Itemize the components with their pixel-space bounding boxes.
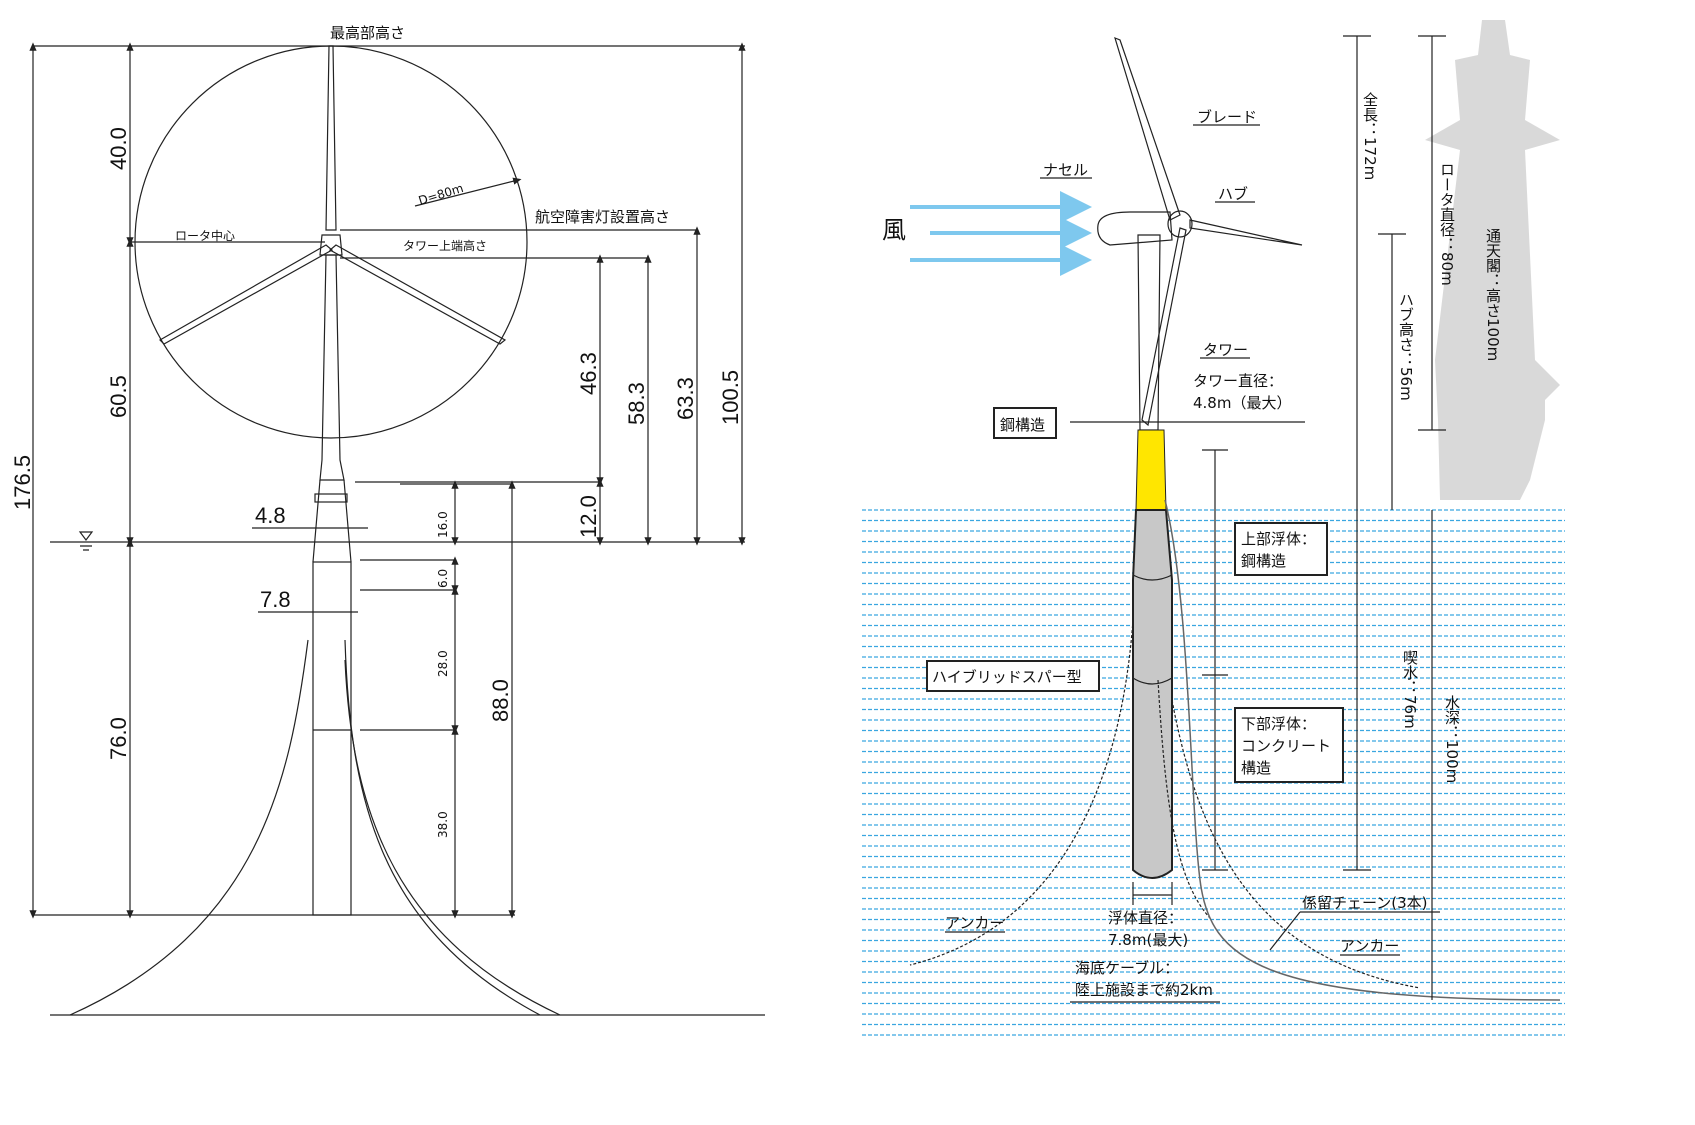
mooring-chain-label: 係留チェーン(3本) [1302,894,1428,912]
dim-total: 176.5 [10,455,35,510]
anchor-right-label: アンカー [1340,937,1399,955]
spar-float [312,561,352,916]
subsea-cable [1164,499,1561,1001]
dim-mid: 60.5 [106,375,131,418]
dim-16-0: 16.0 [436,511,450,538]
nacelle [1097,211,1173,246]
tower [1137,234,1161,431]
dim-12-0: 12.0 [576,495,601,538]
float-diameter-value: 7.8m(最大) [1108,931,1188,949]
nacelle [319,234,343,256]
dim-38-0: 38.0 [436,811,450,838]
blade [1141,227,1187,427]
hub-height-label: ハブ高さ：56m [1397,292,1415,401]
wind-label: 風 [882,216,906,244]
hub [1167,210,1193,238]
lower-float-label: 下部浮体： [1241,715,1316,733]
dim-6-0: 6.0 [436,569,450,588]
tower-diameter-label: タワー直径： [1193,372,1283,390]
dim-4-8: 4.8 [255,503,286,528]
lower-float-structure: 構造 [1241,759,1271,777]
rotor-diameter-label: ロータ直径：80m [1438,162,1456,286]
blade [1114,36,1181,221]
upper-float-yellow [1135,429,1167,511]
left-elevation-drawing: 最高部高さ ロータ中心 D=80m 航空障害灯設置高さ タワー上端高さ 176.… [10,24,765,1016]
lower-float-material: コンクリート [1241,737,1331,755]
tower-top-label: タワー上端高さ [403,238,487,253]
tsutenkaku-label: 通天閣：高さ100m [1484,228,1502,361]
dim-7-8: 7.8 [260,587,291,612]
rotor-center-label: ロータ中心 [175,228,235,243]
blade-label: ブレード [1197,108,1257,126]
sea-water-lines [862,509,1565,1036]
hybrid-spar-label: ハイブリッドスパー型 [932,668,1082,686]
blades [159,45,507,345]
dim-46-3: 46.3 [576,352,601,395]
subsea-cable-distance: 陸上施設まで約2km [1075,981,1213,999]
rotor-diameter-label: D=80m [417,181,465,208]
dim-58-3: 58.3 [624,382,649,425]
aviation-light-label: 航空障害灯設置高さ [535,208,670,226]
water-depth-label: 水深：100m [1443,695,1461,783]
total-length-label: 全長：172m [1361,91,1379,180]
tower-diameter-value: 4.8m（最大） [1193,394,1291,412]
anchor-left-label: アンカー [945,914,1004,932]
dim-100-5: 100.5 [718,370,743,425]
upper-float-label: 上部浮体： [1241,530,1316,548]
nacelle-label: ナセル [1043,161,1088,179]
subsea-cable-label: 海底ケーブル： [1075,959,1179,977]
dim-63-3: 63.3 [673,377,698,420]
tsutenkaku-silhouette [1425,20,1560,500]
dim-28-0: 28.0 [436,650,450,677]
tower [319,254,345,481]
dim-lower: 76.0 [106,717,131,760]
steel-structure-label: 鋼構造 [1000,416,1045,434]
dim-upper: 40.0 [106,127,131,170]
top-height-label: 最高部高さ [330,24,405,42]
right-illustration: 風 ブレード ナセル ハブ タワー タワー直径： 4.8m（最大） 鋼構造 上部… [862,20,1565,1036]
dim-88-0: 88.0 [488,679,513,722]
tower-label: タワー [1203,341,1248,359]
hub-label: ハブ [1218,185,1248,203]
upper-float-material: 鋼構造 [1241,552,1286,570]
float-diameter-label: 浮体直径： [1108,909,1183,927]
spar-float [1132,509,1173,879]
draft-label: 喫水：76m [1401,650,1419,729]
blade [1189,219,1303,246]
